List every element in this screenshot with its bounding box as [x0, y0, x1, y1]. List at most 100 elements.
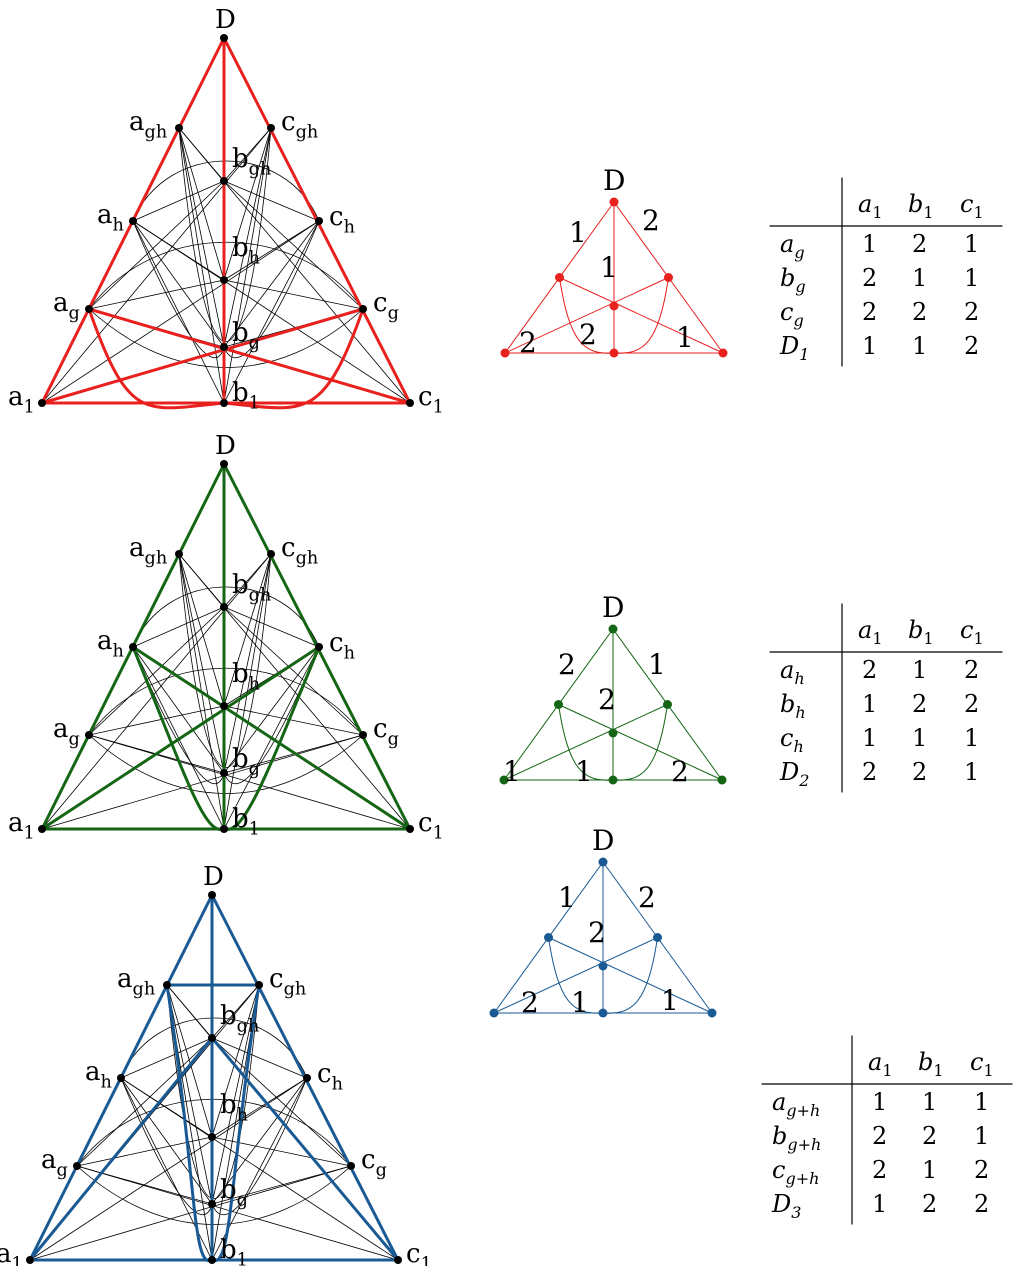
thin-line: [76, 1165, 213, 1205]
table-cell: 1: [912, 724, 927, 752]
red-conic: [223, 308, 365, 410]
thin-line: [120, 1077, 213, 1138]
fano-weight-label: 1: [503, 755, 521, 788]
vertex-dot-bgh: [208, 1034, 216, 1042]
fano-vertex-dot: [609, 197, 619, 207]
fano-weight-label: 1: [661, 984, 679, 1017]
label-ch-sub: h: [332, 1074, 343, 1094]
table-header-sub: 1: [973, 629, 983, 648]
fano-vertex-dot: [718, 348, 728, 358]
green-conic: [131, 646, 225, 832]
label-bgh-main: b: [232, 144, 249, 174]
thin-line: [29, 1165, 352, 1261]
table-row-sub: g: [793, 311, 803, 330]
thin-line: [132, 180, 225, 222]
thin-line: [223, 606, 320, 648]
label-D: D: [203, 862, 224, 892]
thin-line: [178, 127, 225, 182]
thin-conic: [178, 127, 272, 342]
table-row-label: ch: [780, 724, 804, 756]
table-row-name: a: [780, 656, 794, 684]
thin-conic: [166, 984, 260, 1199]
vertex-dot-b1: [220, 399, 228, 407]
vertex-dot-cg: [359, 305, 367, 313]
label-ah-sub: h: [113, 215, 124, 235]
table-cell: 2: [964, 298, 979, 326]
fano-weight-label: 2: [642, 204, 660, 237]
label-ch: ch: [317, 1059, 343, 1094]
table-cell: 2: [964, 690, 979, 718]
label-c1-main: c: [406, 1239, 421, 1266]
label-bh: bh: [232, 233, 260, 268]
fano-weight-label: 2: [519, 326, 537, 359]
table-row-name: c: [780, 724, 793, 752]
vertex-dot-cgh: [267, 550, 275, 558]
fano-vertex-dot: [608, 775, 618, 785]
fano-weight-label: 1: [558, 881, 576, 914]
thin-line: [211, 1037, 352, 1167]
thin-conic: [223, 220, 320, 358]
vertex-dot-ch: [303, 1074, 311, 1082]
label-c1: c1: [406, 1239, 432, 1266]
table-row-name: D: [779, 332, 799, 360]
table-row-sub: g: [795, 277, 805, 296]
label-agh: agh: [129, 107, 167, 142]
table-cell: 2: [862, 656, 877, 684]
fano-weight-label: 2: [671, 755, 689, 788]
fano-arc: [613, 277, 669, 354]
vertex-dot-ah: [129, 217, 137, 225]
table-cell: 1: [912, 264, 927, 292]
label-cg: cg: [373, 288, 399, 323]
table-header-main: a: [868, 1048, 882, 1076]
label-ag: ag: [53, 288, 80, 323]
red-line: [87, 307, 412, 405]
thin-line: [76, 1037, 213, 1167]
label-ag-sub: g: [69, 303, 80, 323]
table-header: c1: [970, 1048, 994, 1080]
thin-line: [223, 220, 320, 281]
thin-conic: [178, 553, 272, 768]
thin-line: [223, 127, 272, 281]
fano-arc: [612, 704, 668, 781]
label-a1: a1: [8, 382, 35, 417]
label-bh-sub: h: [249, 674, 260, 694]
label-bg-main: b: [220, 1175, 237, 1205]
label-b1-main: b: [232, 378, 249, 408]
table-cell: 2: [872, 1122, 887, 1150]
thin-line: [132, 220, 225, 348]
table-cell: 1: [872, 1190, 887, 1218]
label-cg-sub: g: [388, 729, 399, 749]
thin-line: [223, 646, 320, 774]
fano-weight-label: 1: [569, 216, 587, 249]
table-row-sub: g: [794, 243, 804, 262]
label-D-main: D: [203, 862, 224, 892]
table-row-label: D2: [779, 758, 809, 790]
table-cell: 2: [912, 298, 927, 326]
vertex-dot-bh: [220, 276, 228, 284]
table-cell: 2: [922, 1190, 937, 1218]
table-row-sub: h: [794, 669, 804, 688]
label-agh-main: a: [129, 107, 145, 137]
table-row-sub: 2: [798, 771, 809, 790]
table-row-label: cg: [780, 298, 804, 330]
table-cell: 1: [912, 656, 927, 684]
table-header-main: b: [918, 1048, 933, 1076]
blue-conic: [211, 984, 261, 1263]
label-cgh-sub: gh: [296, 548, 319, 568]
vertex-dot-a1: [38, 399, 46, 407]
table-header: a1: [858, 616, 883, 648]
table-cell: 1: [964, 230, 979, 258]
table-row-sub: 1: [799, 345, 809, 364]
table-cell: 2: [912, 758, 927, 786]
fano-vertex-dot: [554, 700, 563, 709]
label-cg: cg: [361, 1145, 387, 1180]
label-a1-main: a: [0, 1239, 12, 1266]
vertex-dot-agh: [163, 981, 171, 989]
label-cg-sub: g: [388, 303, 399, 323]
thin-line: [166, 984, 213, 1039]
thin-line: [223, 705, 364, 736]
table-row-name: b: [772, 1122, 787, 1150]
thin-line: [223, 180, 364, 310]
